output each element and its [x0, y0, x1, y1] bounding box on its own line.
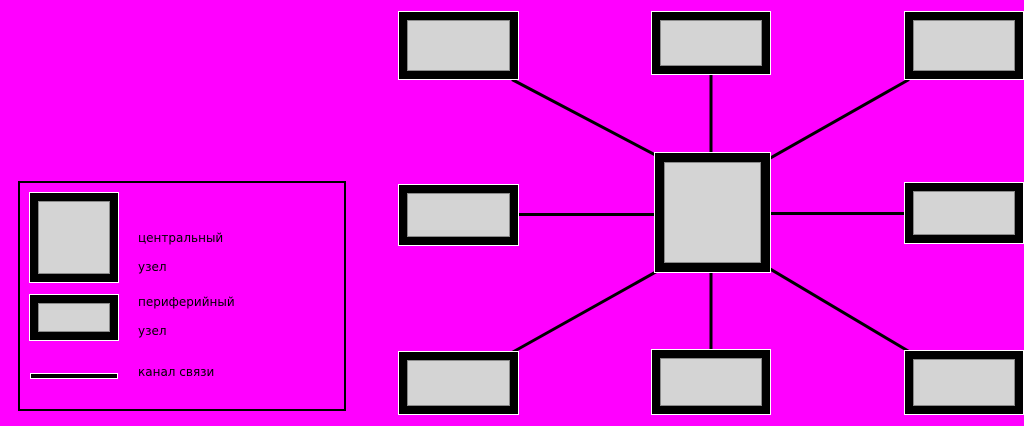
peripheral-node-bottom-right[interactable] — [904, 350, 1024, 415]
legend-entry-central-node-label: узел — [138, 260, 167, 274]
link-central-middle-right — [766, 211, 907, 215]
legend-frame — [18, 181, 346, 411]
legend-entry-peripheral-node-label: периферийный — [138, 295, 235, 309]
peripheral-node-top-left[interactable] — [398, 11, 519, 80]
legend-entry-link-label: канал связи — [138, 365, 215, 379]
central-node[interactable] — [654, 152, 771, 273]
link-central-top-center — [709, 74, 713, 155]
peripheral-node-top-center[interactable] — [651, 11, 771, 75]
peripheral-node-middle-right[interactable] — [904, 182, 1024, 244]
link-central-bottom-center — [709, 270, 713, 352]
legend-entry-peripheral-node-label: узел — [138, 324, 167, 338]
peripheral-node-middle-left[interactable] — [398, 184, 519, 246]
peripheral-node-bottom-center[interactable] — [651, 349, 771, 415]
legend-entry-central-node-label: центральный — [138, 231, 224, 245]
link-central-middle-left — [516, 212, 658, 216]
peripheral-node-top-right[interactable] — [904, 11, 1024, 80]
legend-symbol-square — [29, 192, 119, 283]
peripheral-node-bottom-left[interactable] — [398, 351, 519, 415]
legend-symbol-rectangle — [29, 294, 119, 341]
legend-symbol-link-line — [30, 373, 118, 379]
